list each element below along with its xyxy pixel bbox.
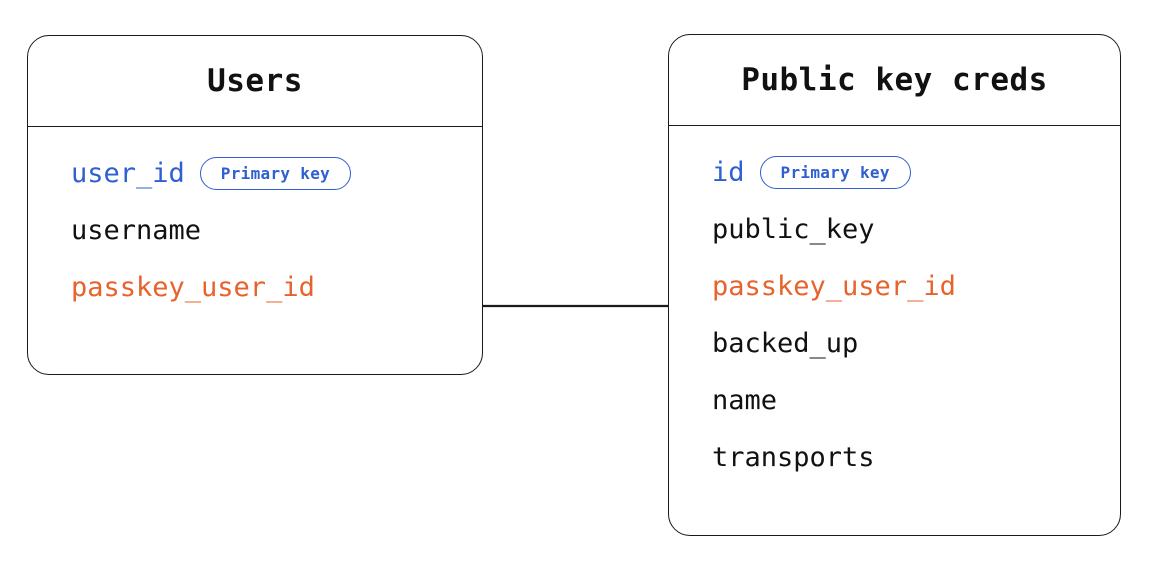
entity-fields-users: user_id Primary key username passkey_use… bbox=[28, 127, 482, 316]
entity-title-public-key-creds: Public key creds bbox=[741, 62, 1048, 98]
field-name-public-key: public_key bbox=[712, 214, 875, 245]
field-name-transports: transports bbox=[712, 442, 875, 473]
field-row-passkey-user-id[interactable]: passkey_user_id bbox=[71, 259, 462, 316]
field-name-passkey-user-id: passkey_user_id bbox=[71, 272, 315, 303]
entity-card-users[interactable]: Users user_id Primary key username passk… bbox=[27, 35, 483, 375]
field-name-backed-up: backed_up bbox=[712, 328, 859, 359]
primary-key-badge: Primary key bbox=[759, 156, 911, 189]
field-row-backed-up[interactable]: backed_up bbox=[712, 315, 1100, 372]
field-row-username[interactable]: username bbox=[71, 202, 462, 259]
field-row-transports[interactable]: transports bbox=[712, 429, 1100, 486]
field-name-passkey-user-id: passkey_user_id bbox=[712, 271, 956, 302]
field-name-user-id: user_id bbox=[71, 158, 185, 189]
field-name-username: username bbox=[71, 215, 202, 246]
entity-header-users: Users bbox=[28, 36, 482, 127]
entity-title-users: Users bbox=[207, 63, 303, 99]
primary-key-badge: Primary key bbox=[199, 157, 352, 190]
field-name-id: id bbox=[712, 157, 745, 188]
field-row-public-key[interactable]: public_key bbox=[712, 201, 1100, 258]
field-row-name[interactable]: name bbox=[712, 372, 1100, 429]
entity-fields-public-key-creds: id Primary key public_key passkey_user_i… bbox=[669, 126, 1120, 486]
field-name-name: name bbox=[712, 385, 778, 416]
field-row-id[interactable]: id Primary key bbox=[712, 144, 1100, 201]
field-row-passkey-user-id[interactable]: passkey_user_id bbox=[712, 258, 1100, 315]
field-row-user-id[interactable]: user_id Primary key bbox=[71, 145, 462, 202]
entity-header-public-key-creds: Public key creds bbox=[669, 35, 1120, 126]
entity-card-public-key-creds[interactable]: Public key creds id Primary key public_k… bbox=[668, 34, 1121, 536]
